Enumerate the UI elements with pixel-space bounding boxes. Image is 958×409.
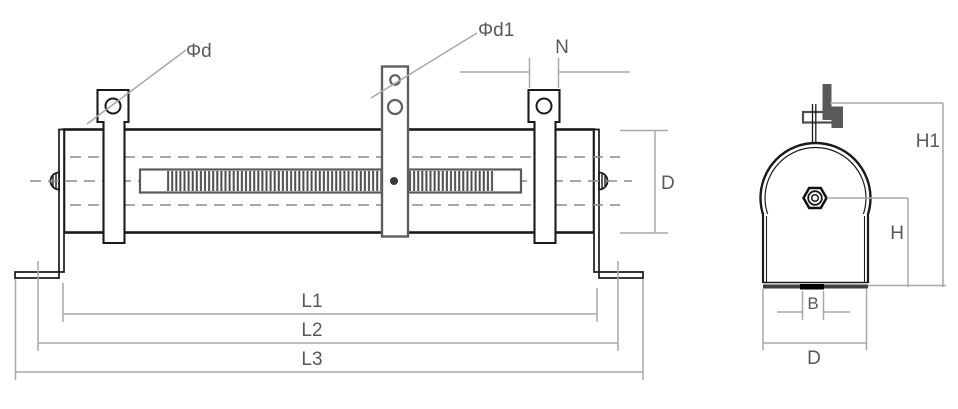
dim-l1 [62, 283, 598, 322]
dim-label-l3: L3 [301, 349, 322, 370]
dim-label-h: H [890, 223, 904, 244]
dim-label-phi-d: Φd [186, 41, 212, 62]
dim-label-l1: L1 [301, 291, 322, 312]
side-view-dimensions [14, 32, 668, 380]
terminal-lug [801, 84, 843, 144]
dim-label-l2: L2 [301, 320, 322, 341]
tap-band-hole-lower [386, 98, 404, 116]
left-terminal-band [96, 88, 130, 245]
dim-h1 [830, 102, 944, 287]
end-view-tube [757, 141, 874, 283]
centerline-dashed [30, 156, 632, 206]
dim-label-h1: H1 [916, 131, 940, 152]
terminal-nut-block [831, 106, 843, 128]
dim-b [777, 291, 850, 320]
end-view: H1 H B D [757, 84, 946, 369]
adjustable-tap-band [380, 65, 410, 238]
left-mounting-foot [14, 128, 65, 279]
right-band-hole [535, 97, 553, 115]
right-mounting-foot [593, 128, 644, 279]
dim-label-b: B [807, 294, 818, 313]
dim-label-d-end: D [807, 348, 821, 369]
resistance-winding [138, 168, 523, 194]
dim-label-n: N [555, 37, 569, 58]
tap-contact-dot [390, 177, 398, 185]
terminal-screw-shaft [822, 84, 832, 120]
dim-label-phi-d1: Φd1 [478, 20, 514, 41]
mounting-bracket [761, 213, 870, 290]
dim-n [460, 58, 630, 88]
hex-nut [802, 186, 828, 210]
dim-d-side [620, 129, 668, 234]
dim-phi-d1-leader [370, 32, 478, 99]
dim-h [827, 197, 909, 287]
dim-l2 [37, 261, 619, 351]
dim-d-end [762, 289, 868, 350]
mounting-slot [800, 284, 824, 290]
dim-label-d-side: D [661, 173, 675, 194]
dim-phi-d-leader [86, 49, 187, 125]
end-view-dimensions [762, 102, 946, 350]
right-terminal-band [527, 88, 561, 245]
side-view: Φd Φd1 N D L1 L2 L3 [14, 20, 675, 380]
dim-l3 [14, 279, 644, 380]
